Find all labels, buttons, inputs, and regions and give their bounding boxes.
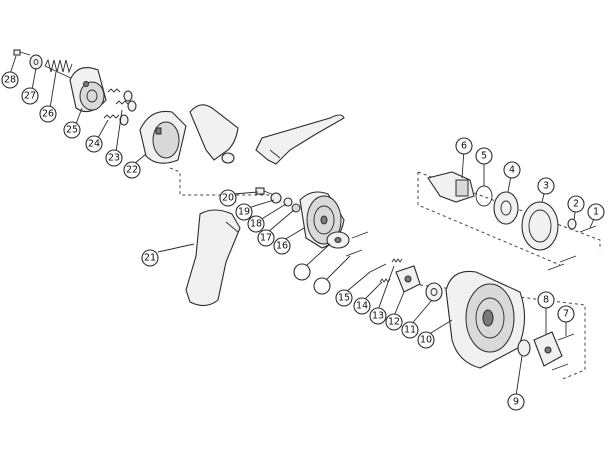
callout-30 [313, 277, 331, 295]
callout-1: 1 [587, 203, 605, 221]
assembly-guides [169, 167, 601, 381]
part-21-handle-grip [185, 209, 241, 307]
guide-right-top [417, 172, 561, 266]
callout-15: 15 [335, 289, 353, 307]
callout-19: 19 [235, 203, 253, 221]
callout-23: 23 [105, 149, 123, 167]
callout-26: 26 [39, 105, 57, 123]
callout-10: 10 [417, 331, 435, 349]
svg-text:8: 8 [543, 295, 549, 306]
part-27-washer [29, 54, 43, 70]
svg-text:14: 14 [356, 301, 368, 312]
svg-text:27: 27 [24, 91, 36, 102]
part-3-ring-gear [521, 201, 559, 251]
callout-3: 3 [537, 177, 555, 195]
callout-12: 12 [385, 313, 403, 331]
svg-text:3: 3 [543, 181, 549, 192]
svg-text:22: 22 [126, 165, 138, 176]
svg-text:15: 15 [338, 293, 350, 304]
svg-text:28: 28 [4, 75, 16, 86]
svg-text:5: 5 [481, 151, 487, 162]
callout-21: 21 [141, 249, 159, 267]
part-25-valve-body [69, 67, 107, 113]
callout-18: 18 [247, 215, 265, 233]
guide-right-side [417, 171, 601, 250]
svg-text:7: 7 [563, 309, 569, 320]
svg-text:25: 25 [66, 125, 78, 136]
callout-2: 2 [567, 195, 585, 213]
part-15-pin [369, 263, 387, 273]
svg-text:20: 20 [222, 193, 234, 204]
part-13-screw [391, 258, 403, 263]
part-9-seal [517, 339, 531, 357]
svg-text:21: 21 [144, 253, 156, 264]
part-26-spring [44, 58, 76, 81]
callout-27: 27 [21, 87, 39, 105]
svg-text:4: 4 [509, 165, 515, 176]
part-22-housing-cover [139, 110, 187, 164]
part-7-screws [551, 333, 575, 371]
part-6-spindle [427, 171, 475, 203]
part-29-plate [326, 231, 350, 249]
callout-6: 6 [455, 137, 473, 155]
svg-text:2: 2 [573, 199, 579, 210]
part-19-washer [270, 192, 282, 204]
callout-4: 4 [503, 161, 521, 179]
svg-text:23: 23 [108, 153, 120, 164]
part-10-front-housing [445, 270, 526, 369]
svg-text:16: 16 [276, 241, 288, 252]
callout-22: 22 [123, 161, 141, 179]
svg-text:13: 13 [372, 311, 384, 322]
callout-5: 5 [475, 147, 493, 165]
svg-text:24: 24 [88, 139, 100, 150]
callout-8: 8 [537, 291, 555, 309]
callout-20: 20 [219, 189, 237, 207]
svg-text:26: 26 [42, 109, 54, 120]
svg-text:12: 12 [388, 317, 400, 328]
callout-25: 25 [63, 121, 81, 139]
part-8-cover-plate [533, 331, 563, 367]
svg-text:9: 9 [513, 397, 519, 408]
svg-text:1: 1 [593, 207, 599, 218]
callouts: 28 27 26 25 24 23 22 21 20 19 18 17 16 1… [1, 71, 605, 411]
callout-16: 16 [273, 237, 291, 255]
svg-text:19: 19 [238, 207, 250, 218]
callout-24: 24 [85, 135, 103, 153]
guide-lower-right [419, 284, 586, 381]
part-30-screws [345, 231, 369, 257]
svg-text:17: 17 [260, 233, 272, 244]
part-1-screws [547, 225, 597, 271]
part-28-screw [13, 49, 31, 56]
callout-7: 7 [557, 305, 575, 323]
callout-28: 28 [1, 71, 19, 89]
part-23-screw-washer [107, 88, 137, 112]
part-24-screw [103, 114, 129, 126]
callout-29 [293, 263, 311, 281]
part-5-snap-ring [475, 185, 493, 207]
svg-text:11: 11 [404, 325, 416, 336]
part-handle-top-lever [189, 104, 239, 164]
callout-11: 11 [401, 321, 419, 339]
svg-text:10: 10 [420, 335, 432, 346]
svg-text:6: 6 [461, 141, 467, 152]
part-11-bearing [425, 282, 443, 302]
callout-17: 17 [257, 229, 275, 247]
part-2-washer [567, 218, 577, 230]
svg-text:18: 18 [250, 219, 262, 230]
part-trigger-lever [255, 114, 345, 165]
part-12-bearing-plate [395, 265, 421, 293]
callout-14: 14 [353, 297, 371, 315]
callout-9: 9 [507, 393, 525, 411]
callout-13: 13 [369, 307, 387, 325]
part-4-bearing [493, 191, 519, 225]
